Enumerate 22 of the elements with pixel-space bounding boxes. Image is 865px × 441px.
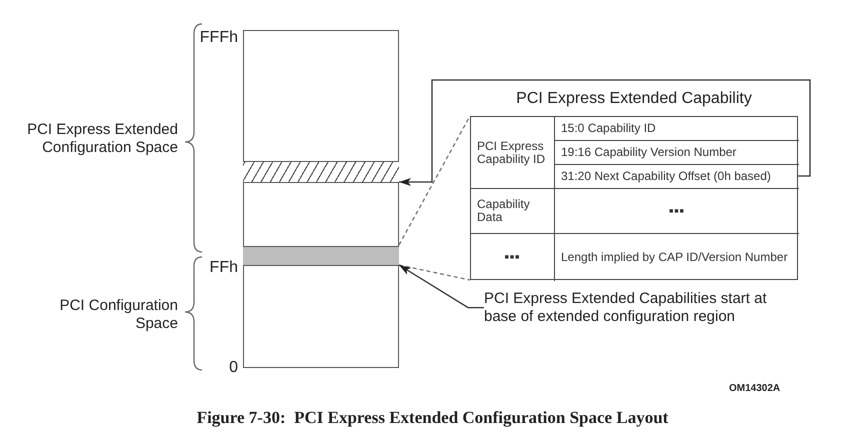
table-cell: Length implied by CAP ID/Version Number <box>555 234 799 281</box>
table-cell: PCI Express Capability ID <box>471 117 555 189</box>
table-title: PCI Express Extended Capability <box>515 90 753 108</box>
leader-arrow <box>398 264 484 308</box>
region-label: PCI Configuration Space <box>58 297 178 333</box>
callout-text: PCI Express Extended Capabilities start at base of extended configuration region <box>484 290 784 334</box>
shaded-region <box>242 246 398 266</box>
table-cell: Capability Data <box>471 189 555 234</box>
address-label: FFFh <box>198 28 238 47</box>
zoom-line <box>398 264 470 281</box>
table-cell: 19:16 Capability Version Number <box>555 141 799 165</box>
figure-code: OM14302A <box>729 382 782 395</box>
address-label: 0 <box>228 358 238 377</box>
table-cell: 15:0 Capability ID <box>555 117 799 141</box>
region-label: PCI Express Extended Configuration Space <box>26 121 178 157</box>
zoom-line <box>398 116 471 246</box>
address-label: FFh <box>208 258 238 277</box>
arrow <box>399 79 811 186</box>
table-cell: 31:20 Next Capability Offset (0h based) <box>555 165 799 189</box>
hatched-region <box>242 161 398 183</box>
figure-caption: Figure 7-30: PCI Express Extended Configuration Space Layout <box>196 408 670 428</box>
memory-map-column <box>243 30 399 368</box>
